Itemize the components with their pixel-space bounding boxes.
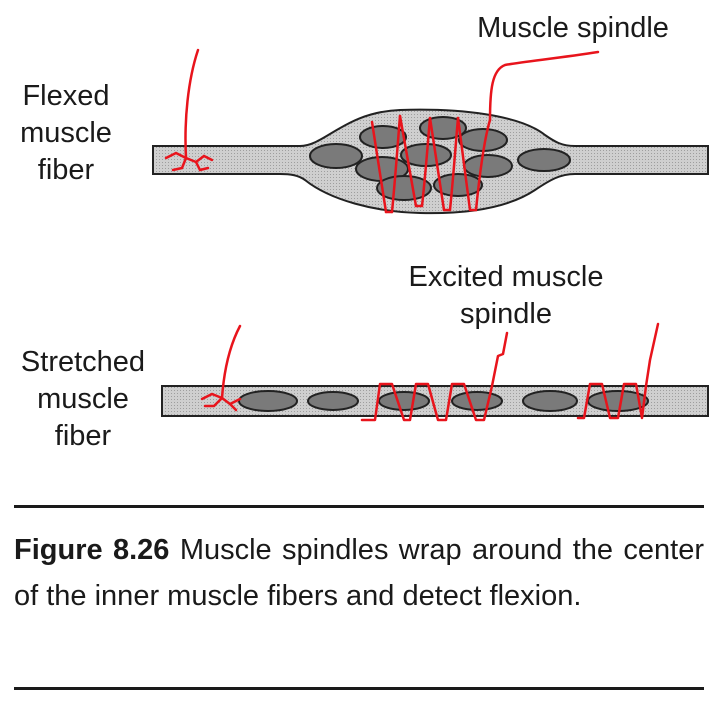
excited-spindle-coils-right	[576, 322, 660, 420]
nucleus	[359, 125, 407, 149]
excited-spindle-coils-left	[360, 331, 509, 422]
excited-muscle-spindle-label: Excited muscle spindle	[388, 259, 624, 333]
stretched-fiber	[161, 322, 709, 422]
flexed-nerve-ending	[164, 48, 214, 172]
stretched-muscle-fiber-label: Stretched muscle fiber	[4, 344, 162, 455]
muscle-spindle-label: Muscle spindle	[462, 10, 684, 47]
caption-text: Muscle spindles wrap around the center o…	[14, 534, 704, 612]
nucleus	[522, 390, 578, 412]
flexed-fiber	[152, 48, 709, 215]
caption-top-rule	[14, 505, 704, 508]
excited-label-text: Excited muscle spindle	[408, 261, 604, 330]
nucleus	[309, 143, 363, 169]
stretched-label-text: Stretched muscle fiber	[20, 346, 146, 452]
nucleus	[451, 391, 503, 411]
nucleus	[517, 148, 571, 172]
flexed-label-text: Flexed muscle fiber	[20, 80, 112, 186]
nucleus	[307, 391, 359, 411]
caption-bottom-rule	[14, 687, 704, 690]
nucleus	[378, 391, 430, 411]
nucleus	[433, 173, 483, 197]
nucleus	[238, 390, 298, 412]
nucleus	[376, 175, 432, 201]
flexed-nuclei	[309, 116, 571, 201]
flexed-muscle-fiber-label: Flexed muscle fiber	[6, 78, 126, 189]
nucleus	[463, 154, 513, 178]
flexed-spindle-coils	[370, 50, 600, 214]
figure-caption: Figure 8.26 Muscle spindles wrap around …	[14, 527, 704, 619]
muscle-spindle-diagram	[152, 48, 709, 422]
stretched-nerve-ending	[200, 324, 242, 412]
muscle-spindle-label-text: Muscle spindle	[477, 12, 669, 44]
figure-number: Figure 8.26	[14, 534, 170, 566]
